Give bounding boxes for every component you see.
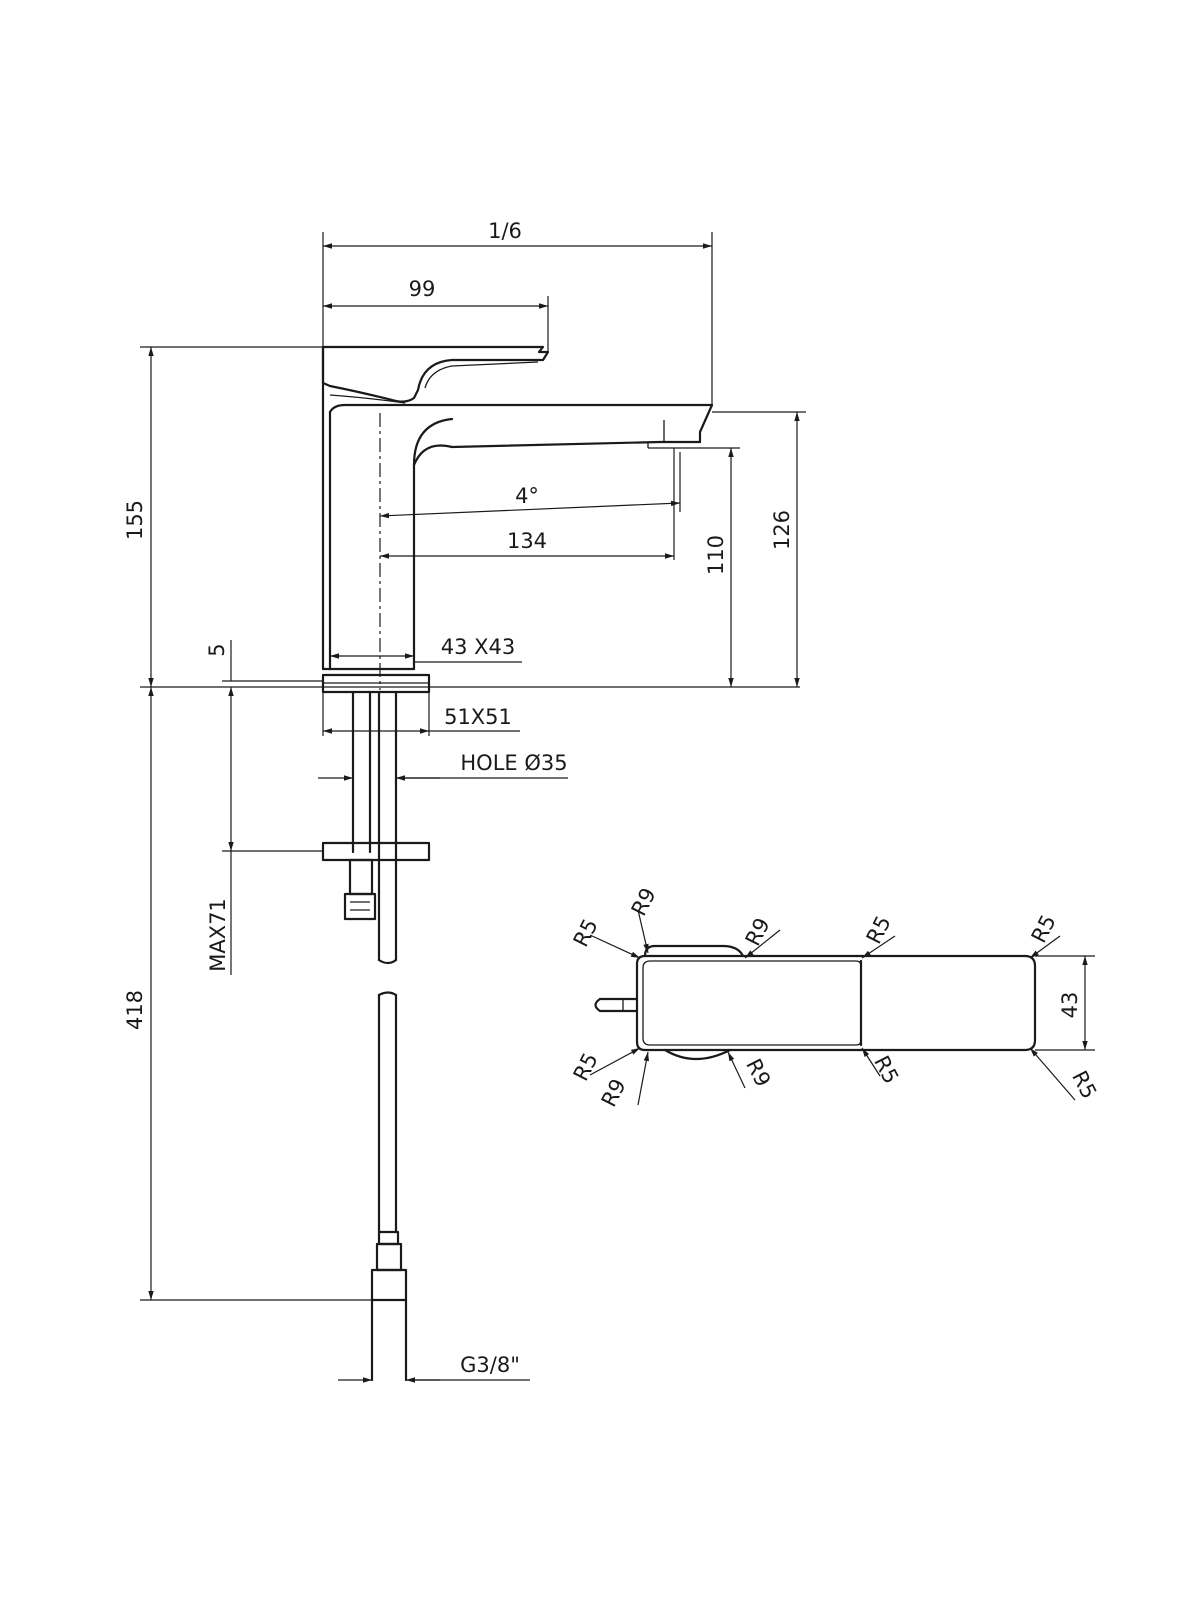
dim-connection-label: G3/8" (460, 1353, 520, 1377)
dim-max-deck-label: MAX71 (206, 898, 230, 972)
base-plate (321, 673, 431, 694)
radius-label-r9-top-left: R9 (627, 884, 661, 920)
plan-handle-top (643, 944, 745, 958)
dim-outlet-height-label: 110 (704, 535, 728, 575)
mounting-hardware (321, 690, 431, 1382)
dim-base-thickness-label: 5 (205, 643, 229, 656)
dim-plate-section-label: 51X51 (444, 705, 512, 729)
plan-outline (635, 954, 1037, 1052)
radius-label-r5-bottom-left: R5 (569, 1049, 603, 1085)
radius-label-r9-bottom-middle: R9 (741, 1055, 775, 1091)
plan-width-label: 43 (1058, 992, 1082, 1019)
elevation-view (140, 345, 800, 1382)
plan-view (594, 944, 1037, 1060)
radius-label-r5-top-right: R5 (1027, 911, 1061, 947)
dim-angle-label: 4° (515, 484, 539, 508)
dim-overall-width-label: 1/6 (488, 219, 522, 243)
dim-handle-length-label: 99 (409, 277, 436, 301)
dim-spout-reach-label: 134 (507, 529, 547, 553)
radius-label-r9-bottom-left: R9 (597, 1075, 631, 1111)
dim-total-height-label: 155 (123, 500, 147, 540)
lever-handle (321, 345, 550, 404)
radius-label-r9-top-middle: R9 (741, 914, 775, 950)
faucet-body (321, 345, 714, 671)
radius-label-r5-bottom-middle: R5 (869, 1052, 903, 1088)
dim-hose-length-label: 418 (123, 990, 147, 1030)
dim-hole-label: HOLE Ø35 (460, 751, 567, 775)
dim-body-section-label: 43 X43 (441, 635, 516, 659)
plan-lever-knob (594, 997, 639, 1013)
plan-body (642, 960, 862, 1046)
dim-spout-top-height-label: 126 (770, 510, 794, 550)
plan-dimensions: 43 R5 R9 R9 R5 R5 R5 R9 R9 R5 R5 (569, 884, 1102, 1111)
elevation-dimensions: 1/6 99 155 4° 134 110 126 5 43 X43 (123, 219, 806, 1383)
radius-label-r5-top-left: R5 (569, 915, 603, 951)
radius-label-r5-top-middle: R5 (862, 912, 896, 948)
plan-handle-bottom (663, 1048, 732, 1060)
